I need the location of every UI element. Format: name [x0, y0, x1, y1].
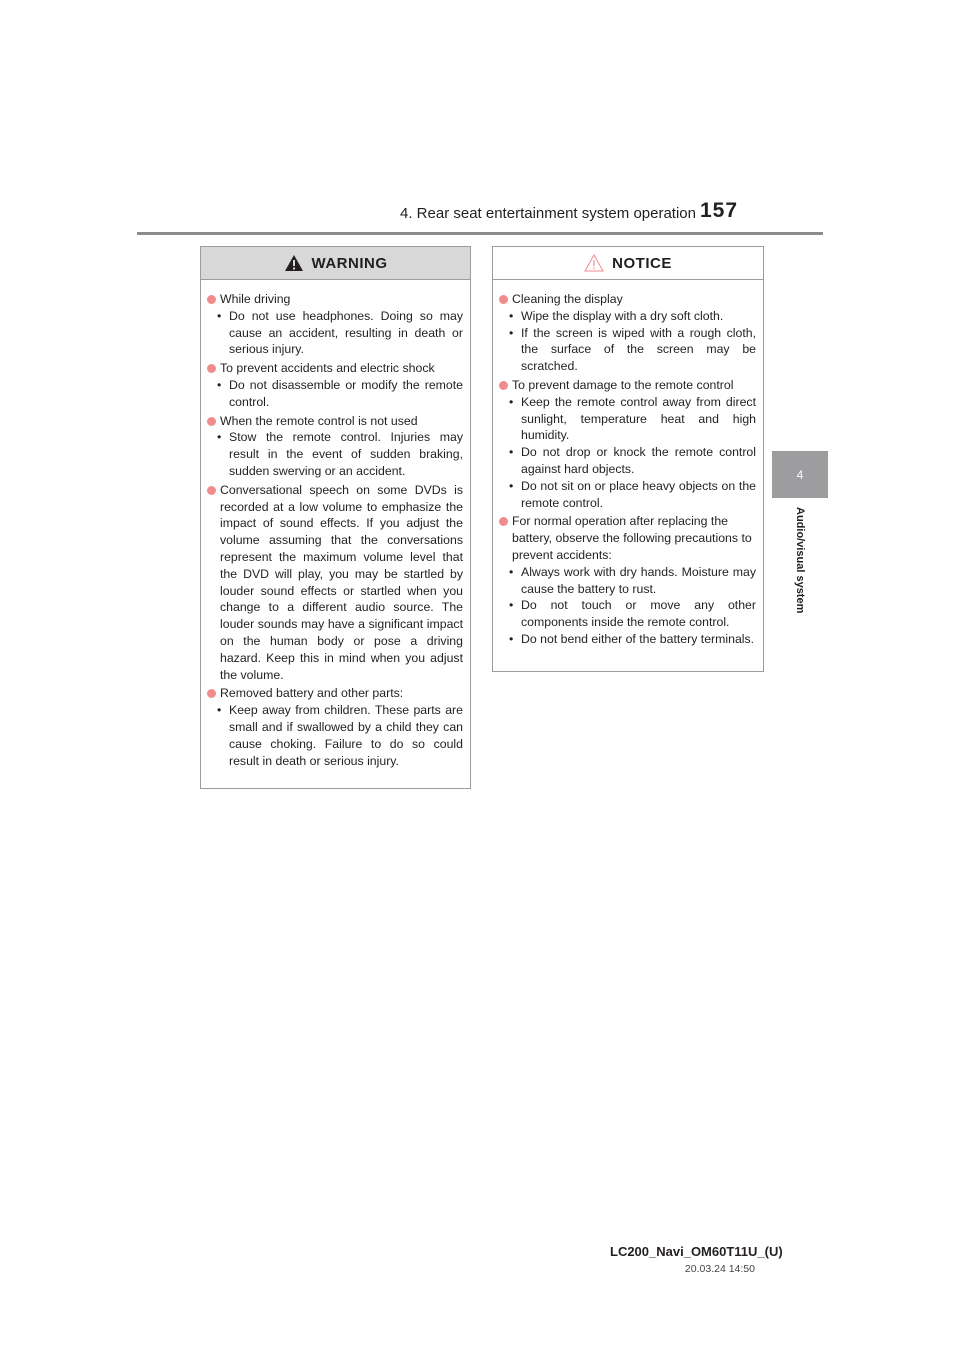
list-item: While driving	[207, 291, 463, 308]
list-item-text: To prevent damage to the remote control	[512, 377, 734, 392]
warning-box: WARNING While driving • Do not use headpho…	[200, 246, 471, 789]
chapter-tab: 4	[772, 451, 828, 498]
sub-item-text: If the screen is wiped with a rough clot…	[521, 325, 756, 374]
document-code: LC200_Navi_OM60T11U_(U)	[610, 1244, 783, 1259]
sub-bullet-icon: •	[509, 394, 514, 409]
chapter-number: 4	[796, 467, 804, 482]
warning-triangle-icon	[284, 255, 303, 271]
header-rule	[137, 232, 823, 235]
sub-bullet-icon: •	[217, 377, 222, 392]
notice-box: NOTICE Cleaning the display • Wipe the dis…	[492, 246, 764, 672]
sub-item-text: Do not use headphones. Doing so may caus…	[229, 308, 463, 357]
sub-item: • Do not disassemble or modify the remote…	[217, 377, 463, 411]
list-item: Conversational speech on some DVDs is re…	[207, 482, 463, 684]
notice-list: Cleaning the display • Wipe the display wi…	[493, 280, 763, 648]
list-item-text: Removed battery and other parts:	[220, 686, 404, 701]
sub-item: • Keep away from children. These parts ar…	[217, 702, 463, 769]
bullet-icon	[207, 485, 216, 495]
list-item: For normal operation after replacing the…	[499, 513, 756, 563]
sub-bullet-icon: •	[217, 308, 222, 323]
warning-header: WARNING	[201, 247, 470, 280]
notice-header: NOTICE	[493, 247, 763, 280]
sub-bullet-icon: •	[509, 598, 514, 613]
sub-item-text: Do not bend either of the battery termin…	[521, 631, 755, 646]
list-item: When the remote control is not used	[207, 413, 463, 430]
list-item: To prevent damage to the remote control	[499, 377, 756, 394]
sub-bullet-icon: •	[509, 478, 514, 493]
list-item: Cleaning the display	[499, 291, 756, 308]
bullet-icon	[207, 295, 216, 304]
sub-item-text: Do not drop or knock the remote control …	[521, 445, 756, 476]
section-title: 4. Rear seat entertainment system operat…	[400, 205, 696, 222]
sub-item: • Always work with dry hands. Moisture ma…	[509, 564, 756, 598]
sub-item: • Do not touch or move any other componen…	[509, 597, 756, 631]
timestamp: 20.03.24 14:50	[684, 1263, 755, 1275]
sub-item: • Do not sit on or place heavy objects on…	[509, 478, 756, 512]
bullet-icon	[207, 416, 216, 426]
sub-item-text: Do not disassemble or modify the remote …	[229, 377, 463, 409]
sub-item-text: Do not sit on or place heavy objects on …	[521, 478, 756, 510]
list-item: Removed battery and other parts:	[207, 685, 463, 702]
sub-bullet-icon: •	[217, 430, 222, 445]
sub-item-text: Do not touch or move any other component…	[521, 598, 756, 630]
bullet-icon	[499, 517, 508, 527]
sub-bullet-icon: •	[509, 325, 514, 340]
sub-item: • Do not drop or knock the remote control…	[509, 444, 756, 478]
bullet-icon	[207, 689, 216, 699]
sub-item: • Wipe the display with a dry soft cloth.	[509, 308, 756, 325]
sub-item-text: Keep away from children. These parts are…	[229, 703, 463, 768]
list-item-text: Cleaning the display	[512, 292, 623, 306]
sub-bullet-icon: •	[217, 703, 222, 718]
notice-title: NOTICE	[612, 254, 672, 272]
list-item-text: While driving	[220, 292, 291, 306]
sub-item-text: Always work with dry hands. Moisture may…	[521, 564, 756, 596]
sub-item: • Stow the remote control. Injuries may r…	[217, 429, 463, 479]
page-number: 157	[700, 199, 739, 222]
bullet-icon	[499, 380, 508, 390]
sub-item-text: Keep the remote control away from direct…	[521, 394, 756, 443]
sub-item: • Do not use headphones. Doing so may cau…	[217, 308, 463, 358]
sub-item: • Keep the remote control away from direc…	[509, 394, 756, 444]
warning-list: While driving • Do not use headphones. Doi…	[201, 280, 470, 769]
list-item-text: For normal operation after replacing the…	[512, 514, 752, 562]
list-item: To prevent accidents and electric shock	[207, 360, 463, 377]
list-item-text: To prevent accidents and electric shock	[220, 361, 435, 376]
list-item-text: When the remote control is not used	[220, 413, 418, 428]
sub-bullet-icon: •	[509, 308, 514, 323]
bullet-icon	[207, 364, 216, 374]
sub-bullet-icon: •	[509, 564, 514, 579]
caution-triangle-icon	[584, 254, 605, 272]
chapter-label: Audio/visual system	[794, 507, 806, 614]
sub-item: • If the screen is wiped with a rough clo…	[509, 325, 756, 375]
bullet-icon	[499, 295, 508, 304]
sub-bullet-icon: •	[509, 631, 514, 646]
sub-bullet-icon: •	[509, 445, 514, 460]
sub-item: • Do not bend either of the battery termi…	[509, 631, 756, 648]
sub-item-text: Stow the remote control. Injuries may re…	[229, 430, 463, 478]
warning-title: WARNING	[311, 254, 388, 272]
list-item-text: Conversational speech on some DVDs is re…	[220, 482, 463, 682]
sub-item-text: Wipe the display with a dry soft cloth.	[521, 308, 724, 323]
